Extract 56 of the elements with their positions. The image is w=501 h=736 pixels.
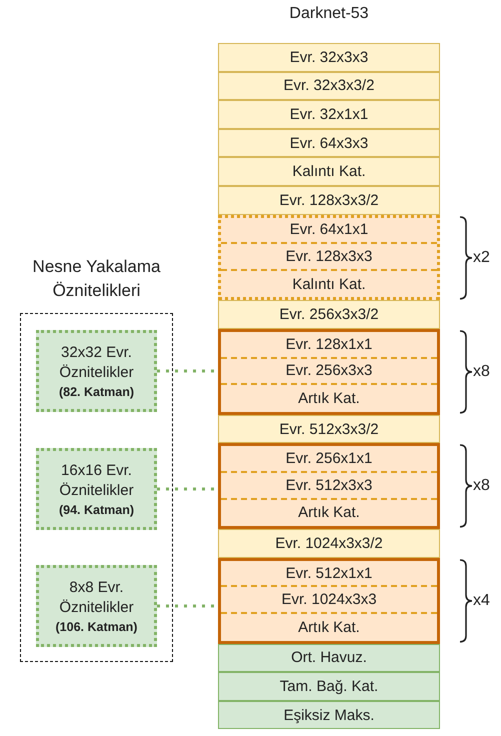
feature-label: 16x16 Evr. Öznitelikler — [58, 461, 135, 501]
layer-note: (94. Katman) — [58, 503, 134, 517]
layer-box — [218, 128, 440, 158]
layer-label: Ort. Havuz. — [291, 649, 367, 666]
layer-box — [218, 43, 440, 72]
feature-box — [36, 330, 157, 412]
layer-label: Evr. 32x3x3 — [290, 48, 368, 66]
layer-label: Evr. 64x3x3 — [290, 134, 368, 152]
layer-label: Evr. 32x3x3/2 — [284, 77, 374, 94]
layer-box — [218, 700, 440, 730]
layer-label: Kalıntı Kat. — [292, 276, 366, 293]
layer-label: Kalıntı Kat. — [292, 163, 366, 180]
repeat-block — [218, 558, 440, 644]
layer-box — [218, 186, 440, 215]
layer-box — [218, 414, 440, 444]
feature-label: 32x32 Evr. Öznitelikler — [58, 343, 135, 383]
feature-box — [36, 565, 157, 647]
repeat-count: x8 — [473, 362, 490, 380]
group-title: Nesne Yakalama Öznitelikleri — [32, 256, 162, 302]
layer-label: Evr. 128x3x3 — [286, 248, 372, 265]
repeat-block — [218, 214, 440, 300]
layer-box — [218, 644, 440, 672]
layer-label: Artık Kat. — [298, 504, 360, 522]
layer-box — [221, 358, 437, 386]
layer-box — [218, 529, 440, 558]
layer-box — [218, 157, 440, 186]
layer-label: Artık Kat. — [298, 390, 360, 407]
layer-box — [218, 100, 440, 129]
feature-box — [36, 448, 157, 530]
layer-box — [218, 672, 440, 701]
repeat-block — [218, 329, 440, 415]
layer-label: Evr. 256x3x3/2 — [279, 306, 379, 324]
layer-note: (82. Katman) — [58, 385, 134, 399]
layer-label: Evr. 1024x3x3 — [281, 591, 377, 608]
layer-label: Tam. Bağ. Kat. — [280, 678, 378, 695]
layer-label: Evr. 256x1x1 — [286, 450, 372, 468]
layer-label: Evr. 32x1x1 — [290, 106, 368, 123]
layer-label: Evr. 256x3x3 — [286, 362, 372, 380]
layer-box — [218, 300, 440, 329]
layer-label: Evr. 128x1x1 — [286, 336, 372, 353]
layer-label: Evr. 512x3x3 — [286, 476, 372, 494]
layer-box — [218, 72, 440, 100]
layer-label: Evr. 512x3x3/2 — [279, 420, 379, 438]
repeat-count: x2 — [473, 248, 490, 266]
feature-label: 8x8 Evr. Öznitelikler — [58, 578, 135, 618]
layer-label: Evr. 1024x3x3/2 — [275, 534, 383, 552]
layer-label: Eşiksiz Maks. — [284, 706, 374, 724]
diagram-title: Darknet-53 — [288, 5, 370, 23]
layer-label: Evr. 128x3x3/2 — [279, 192, 379, 209]
layer-note: (106. Katman) — [56, 620, 138, 634]
repeat-count: x4 — [473, 592, 490, 609]
repeat-count: x8 — [473, 477, 490, 494]
layer-label: Artık Kat. — [298, 618, 360, 636]
layer-label: Evr. 64x1x1 — [290, 221, 368, 238]
layer-label: Evr. 512x1x1 — [286, 564, 372, 582]
repeat-block — [218, 443, 440, 530]
